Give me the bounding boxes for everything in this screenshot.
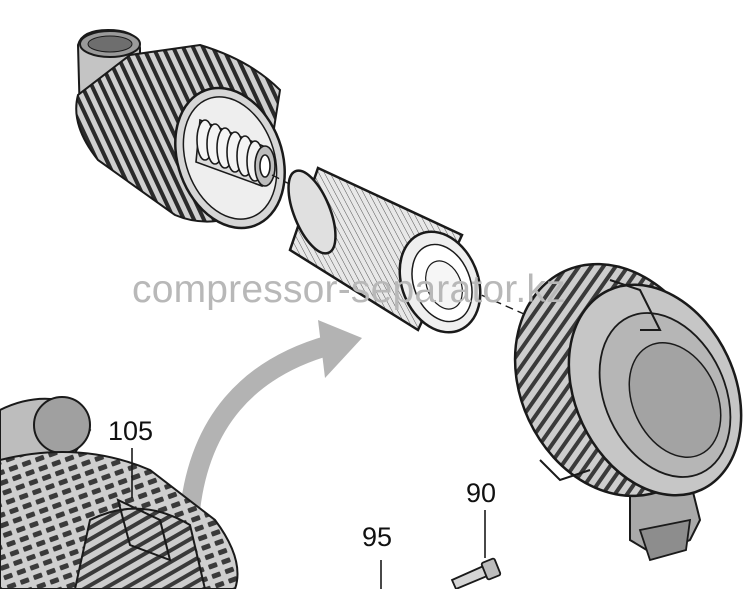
filter-housing-upper	[75, 28, 286, 230]
callout-90: 90	[466, 478, 497, 508]
filter-housing-lower	[0, 396, 239, 589]
leader-lines	[131, 448, 486, 589]
filter-cartridge	[287, 166, 482, 334]
callout-95: 95	[362, 522, 393, 552]
direction-arrow	[180, 320, 362, 512]
filter-end-cover	[513, 262, 743, 562]
watermark-text: compressor-separator.kz	[132, 268, 566, 311]
callout-105: 105	[108, 416, 154, 446]
bolt-part-90	[450, 557, 502, 589]
